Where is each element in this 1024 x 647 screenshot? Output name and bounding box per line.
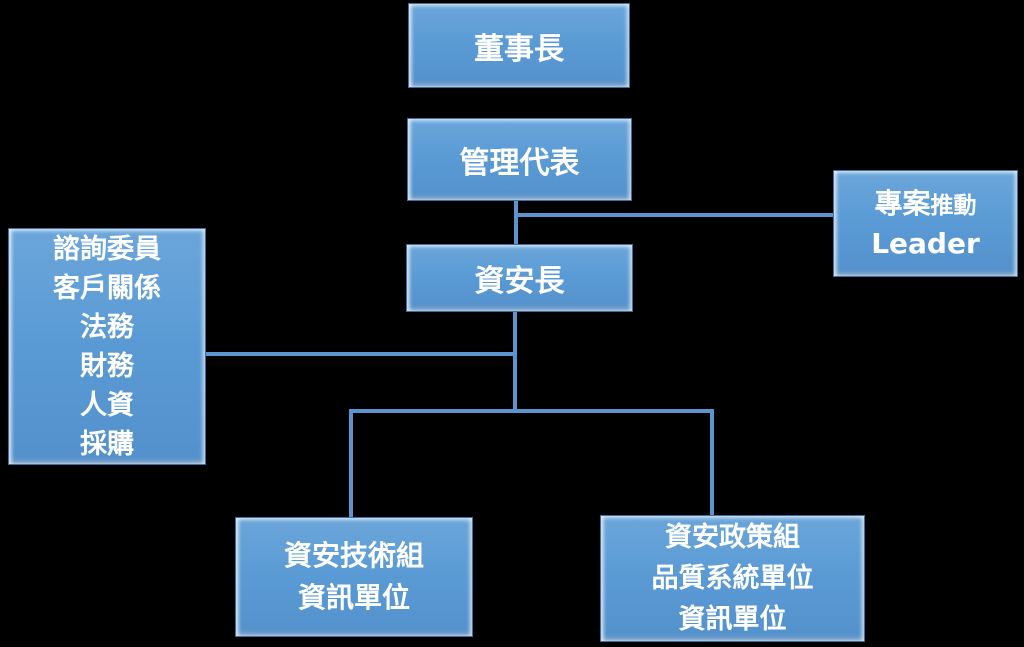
- advisory-line-legal: 法務: [80, 311, 134, 343]
- connector-advisory-to-stem: [204, 352, 515, 356]
- node-security-tech-group: 資安技術組 資訊單位: [235, 517, 473, 637]
- node-project-leader: 專案推動 Leader: [833, 170, 1018, 277]
- node-chairman: 董事長: [408, 3, 630, 88]
- node-chairman-label: 董事長: [474, 31, 564, 67]
- advisory-line-consulting-committee: 諮詢委員: [53, 233, 161, 265]
- advisory-line-finance: 財務: [80, 350, 134, 382]
- node-ciso-label: 資安長: [474, 264, 565, 299]
- tech-line-it-unit: 資訊單位: [297, 581, 410, 614]
- policy-line-group: 資安政策組: [665, 522, 800, 553]
- advisory-line-customer-relations: 客戶關係: [53, 272, 161, 304]
- node-management-representative: 管理代表: [407, 118, 632, 201]
- node-security-policy-group: 資安政策組 品質系統單位 資訊單位: [600, 515, 865, 642]
- tech-line-group: 資安技術組: [283, 539, 424, 572]
- connector-horizontal-tbar: [349, 409, 714, 413]
- policy-line-it-unit: 資訊單位: [678, 604, 787, 635]
- node-project-leader-line1: 專案推動: [874, 185, 976, 225]
- node-project-leader-line1-large: 專案: [874, 187, 931, 220]
- node-ciso: 資安長: [406, 244, 633, 312]
- policy-line-quality-unit: 品質系統單位: [651, 563, 814, 594]
- node-management-representative-label: 管理代表: [459, 145, 580, 181]
- node-project-leader-line1-small: 推動: [930, 193, 977, 219]
- advisory-line-hr: 人資: [80, 389, 134, 421]
- connector-drop-to-tech: [349, 409, 353, 519]
- node-project-leader-line2: Leader: [871, 227, 980, 260]
- connector-stem-to-leader: [516, 213, 835, 217]
- connector-ciso-stem: [513, 310, 517, 413]
- node-advisory-functions: 諮詢委員 客戶關係 法務 財務 人資 採購: [8, 228, 206, 465]
- connector-drop-to-policy: [710, 409, 714, 517]
- connector-mgmtrep-to-ciso: [514, 200, 518, 246]
- advisory-line-procurement: 採購: [80, 428, 134, 460]
